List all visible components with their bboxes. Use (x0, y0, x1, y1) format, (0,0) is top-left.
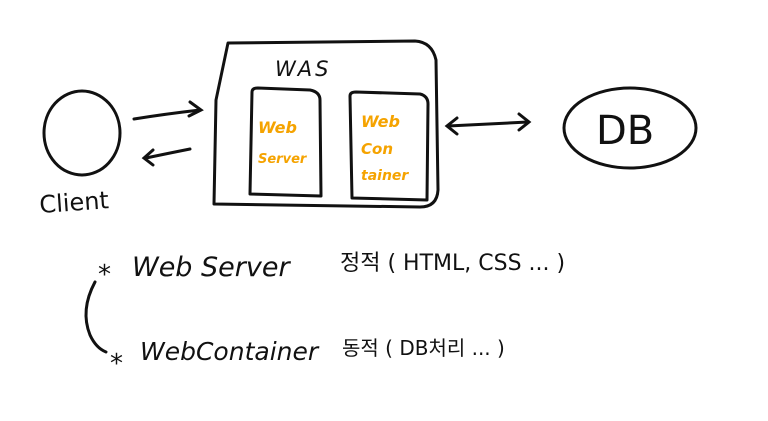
note-2-bullet: * (110, 349, 123, 379)
web-server-line1: Web (258, 118, 297, 137)
web-server-box (248, 86, 323, 198)
client-label: Client (38, 186, 109, 219)
note-1-bullet: * (98, 260, 111, 290)
notes-bracket (84, 280, 108, 354)
was-to-client-arrow (141, 147, 192, 167)
web-container-line2: Con (361, 140, 393, 158)
note-2-term: WebContainer (140, 337, 320, 366)
web-container-line1: Web (361, 112, 400, 131)
was-label: WAS (275, 57, 331, 81)
client-node (42, 89, 122, 177)
db-node (562, 86, 698, 170)
was-container (212, 39, 440, 209)
client-to-was-arrow (132, 100, 204, 121)
web-container-line3: tainer (361, 168, 409, 184)
web-container-box (348, 90, 430, 202)
db-label: DB (596, 108, 654, 154)
web-server-line2: Server (258, 152, 308, 167)
was-db-arrow (444, 112, 532, 136)
note-1-term: Web Server (132, 252, 291, 283)
note-1-desc: 정적 ( HTML, CSS ... ) (340, 251, 565, 276)
note-2-desc: 동적 ( DB처리 ... ) (342, 336, 505, 360)
